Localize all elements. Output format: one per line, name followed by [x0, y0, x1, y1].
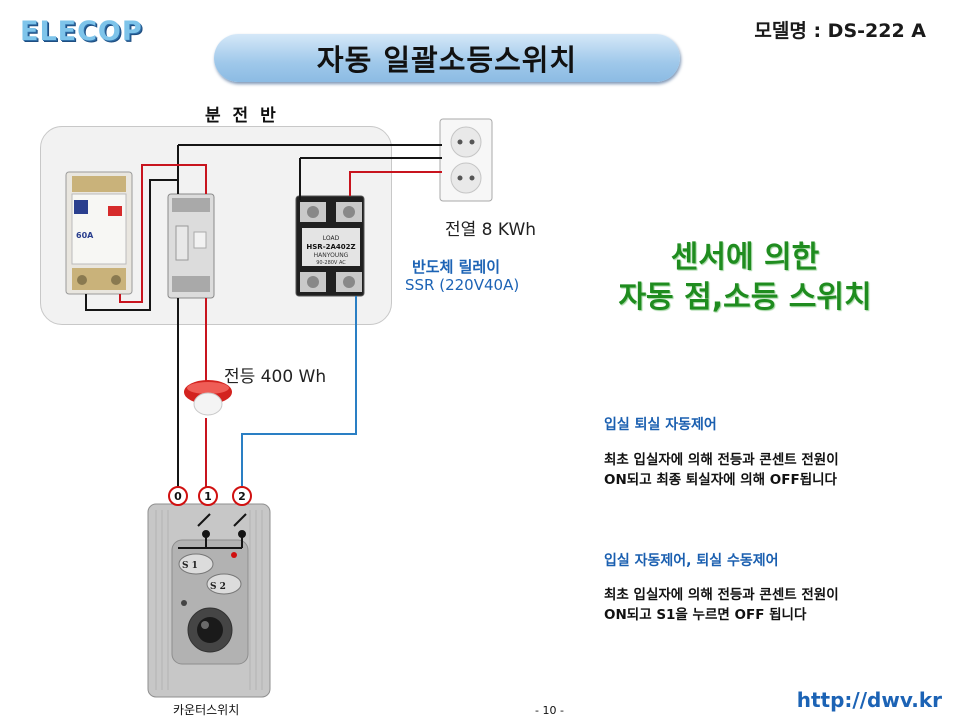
elecop-logo: ELECOP [20, 16, 143, 47]
leakage-breaker [167, 193, 215, 299]
page-title: 자동 일괄소등스위치 [316, 43, 578, 77]
mode-2-heading: 입실 자동제어, 퇴실 수동제어 [604, 553, 779, 569]
ssr-brand-text: HANYOUNG [314, 252, 349, 259]
distribution-panel-label: 분 전 반 [205, 106, 279, 126]
ssr-input-text: 90-280V AC [316, 260, 346, 266]
heating-load-label: 전열 8 KWh [445, 220, 537, 240]
counter-switch-label: 카운터스위치 [173, 703, 240, 717]
ssr-model-text: HSR-2A402Z [306, 243, 355, 251]
website-url[interactable]: http://dwv.kr [796, 688, 942, 712]
lamp-load-label: 전등 400 Wh [224, 367, 327, 387]
counter-switch [147, 503, 271, 698]
s1-button: S 1 [182, 553, 198, 572]
terminal-0: 0 [168, 486, 188, 506]
headline-line-2: 자동 점,소등 스위치 [618, 280, 872, 315]
terminal-1-label: 1 [204, 489, 212, 503]
ssr-label-spec: SSR (220V40A) [405, 276, 520, 294]
ssr-load-text: LOAD [323, 235, 340, 242]
s2-button: S 2 [210, 574, 226, 593]
title-banner: 자동 일괄소등스위치 [214, 34, 680, 82]
s2-label: S 2 [210, 582, 226, 592]
terminal-2-label: 2 [238, 489, 246, 503]
solid-state-relay: LOAD HSR-2A402Z HANYOUNG 90-280V AC [295, 195, 365, 297]
terminal-0-label: 0 [174, 489, 182, 503]
page-number: - 10 - [535, 704, 564, 717]
black-wires [85, 144, 442, 510]
model-number: 모델명 : DS-222 A [754, 20, 926, 42]
headline-line-1: 센서에 의한 [670, 240, 820, 275]
ssr-label-korean: 반도체 릴레이 [412, 258, 501, 276]
terminal-2: 2 [232, 486, 252, 506]
blue-wire [241, 296, 357, 486]
main-breaker-rating: 60A [76, 231, 94, 240]
s1-label: S 1 [182, 561, 198, 571]
main-breaker: 60A [65, 171, 133, 295]
terminal-1: 1 [198, 486, 218, 506]
power-outlet [439, 118, 493, 202]
mode-2-description: 최초 입실자에 의해 전등과 콘센트 전원이 ON되고 S1을 누르면 OFF … [604, 587, 839, 623]
mode-1-description: 최초 입실자에 의해 전등과 콘센트 전원이 ON되고 최종 퇴실자에 의해 O… [604, 452, 839, 488]
lamp-sensor [184, 380, 232, 416]
mode-1-heading: 입실 퇴실 자동제어 [604, 417, 717, 433]
